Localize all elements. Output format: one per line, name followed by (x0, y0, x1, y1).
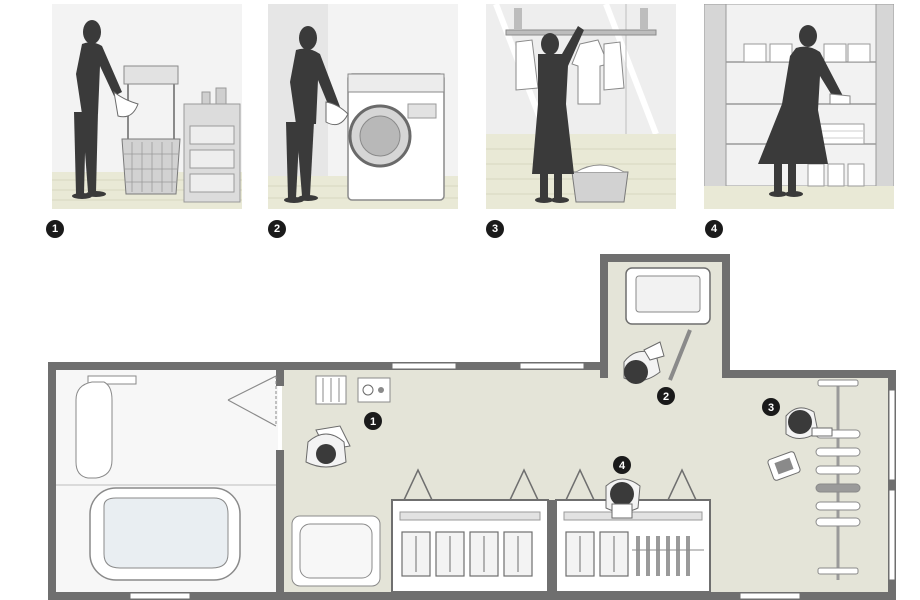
svg-text:3: 3 (768, 402, 774, 414)
person-top-view-4 (605, 478, 641, 519)
washing-machine-top-view (625, 267, 711, 381)
illustration-panel-3 (486, 4, 676, 209)
window-right-2 (888, 489, 896, 581)
svg-text:1: 1 (370, 416, 376, 428)
plan-marker-1: 1 (364, 412, 382, 430)
bathroom-fixtures (56, 375, 277, 581)
person-top-view-1 (305, 425, 351, 468)
washing-machine-illustration (268, 4, 458, 209)
plan-marker-4: 4 (613, 456, 631, 474)
step-badge-1: 1 (46, 220, 64, 238)
laundry-basket-area (315, 375, 391, 405)
window-top-2 (519, 362, 585, 370)
plan-marker-2: 2 (657, 387, 675, 405)
sorting-laundry-illustration (52, 20, 242, 209)
walls (48, 254, 896, 600)
step-badge-3: 3 (486, 220, 504, 238)
person-top-view-3 (785, 407, 833, 439)
illustration-panel-4 (704, 4, 894, 209)
storage-units (391, 468, 711, 593)
plan-marker-3: 3 (762, 398, 780, 416)
hanging-clothes-illustration (486, 4, 676, 209)
floor-plan: 1 2 3 4 (48, 254, 896, 600)
window-bottom-2 (739, 592, 801, 600)
window-right-1 (888, 389, 896, 481)
illustration-panel-2 (268, 4, 458, 209)
drying-rail (767, 379, 861, 580)
svg-text:4: 4 (619, 460, 626, 472)
step-badge-2: 2 (268, 220, 286, 238)
illustration-panel-1 (52, 4, 242, 209)
storage-shelf-illustration (704, 4, 894, 209)
window-bottom-1 (129, 592, 191, 600)
window-top-1 (391, 362, 457, 370)
svg-text:2: 2 (663, 391, 669, 403)
person-top-view-2 (623, 341, 665, 384)
step-badge-4: 4 (705, 220, 723, 238)
